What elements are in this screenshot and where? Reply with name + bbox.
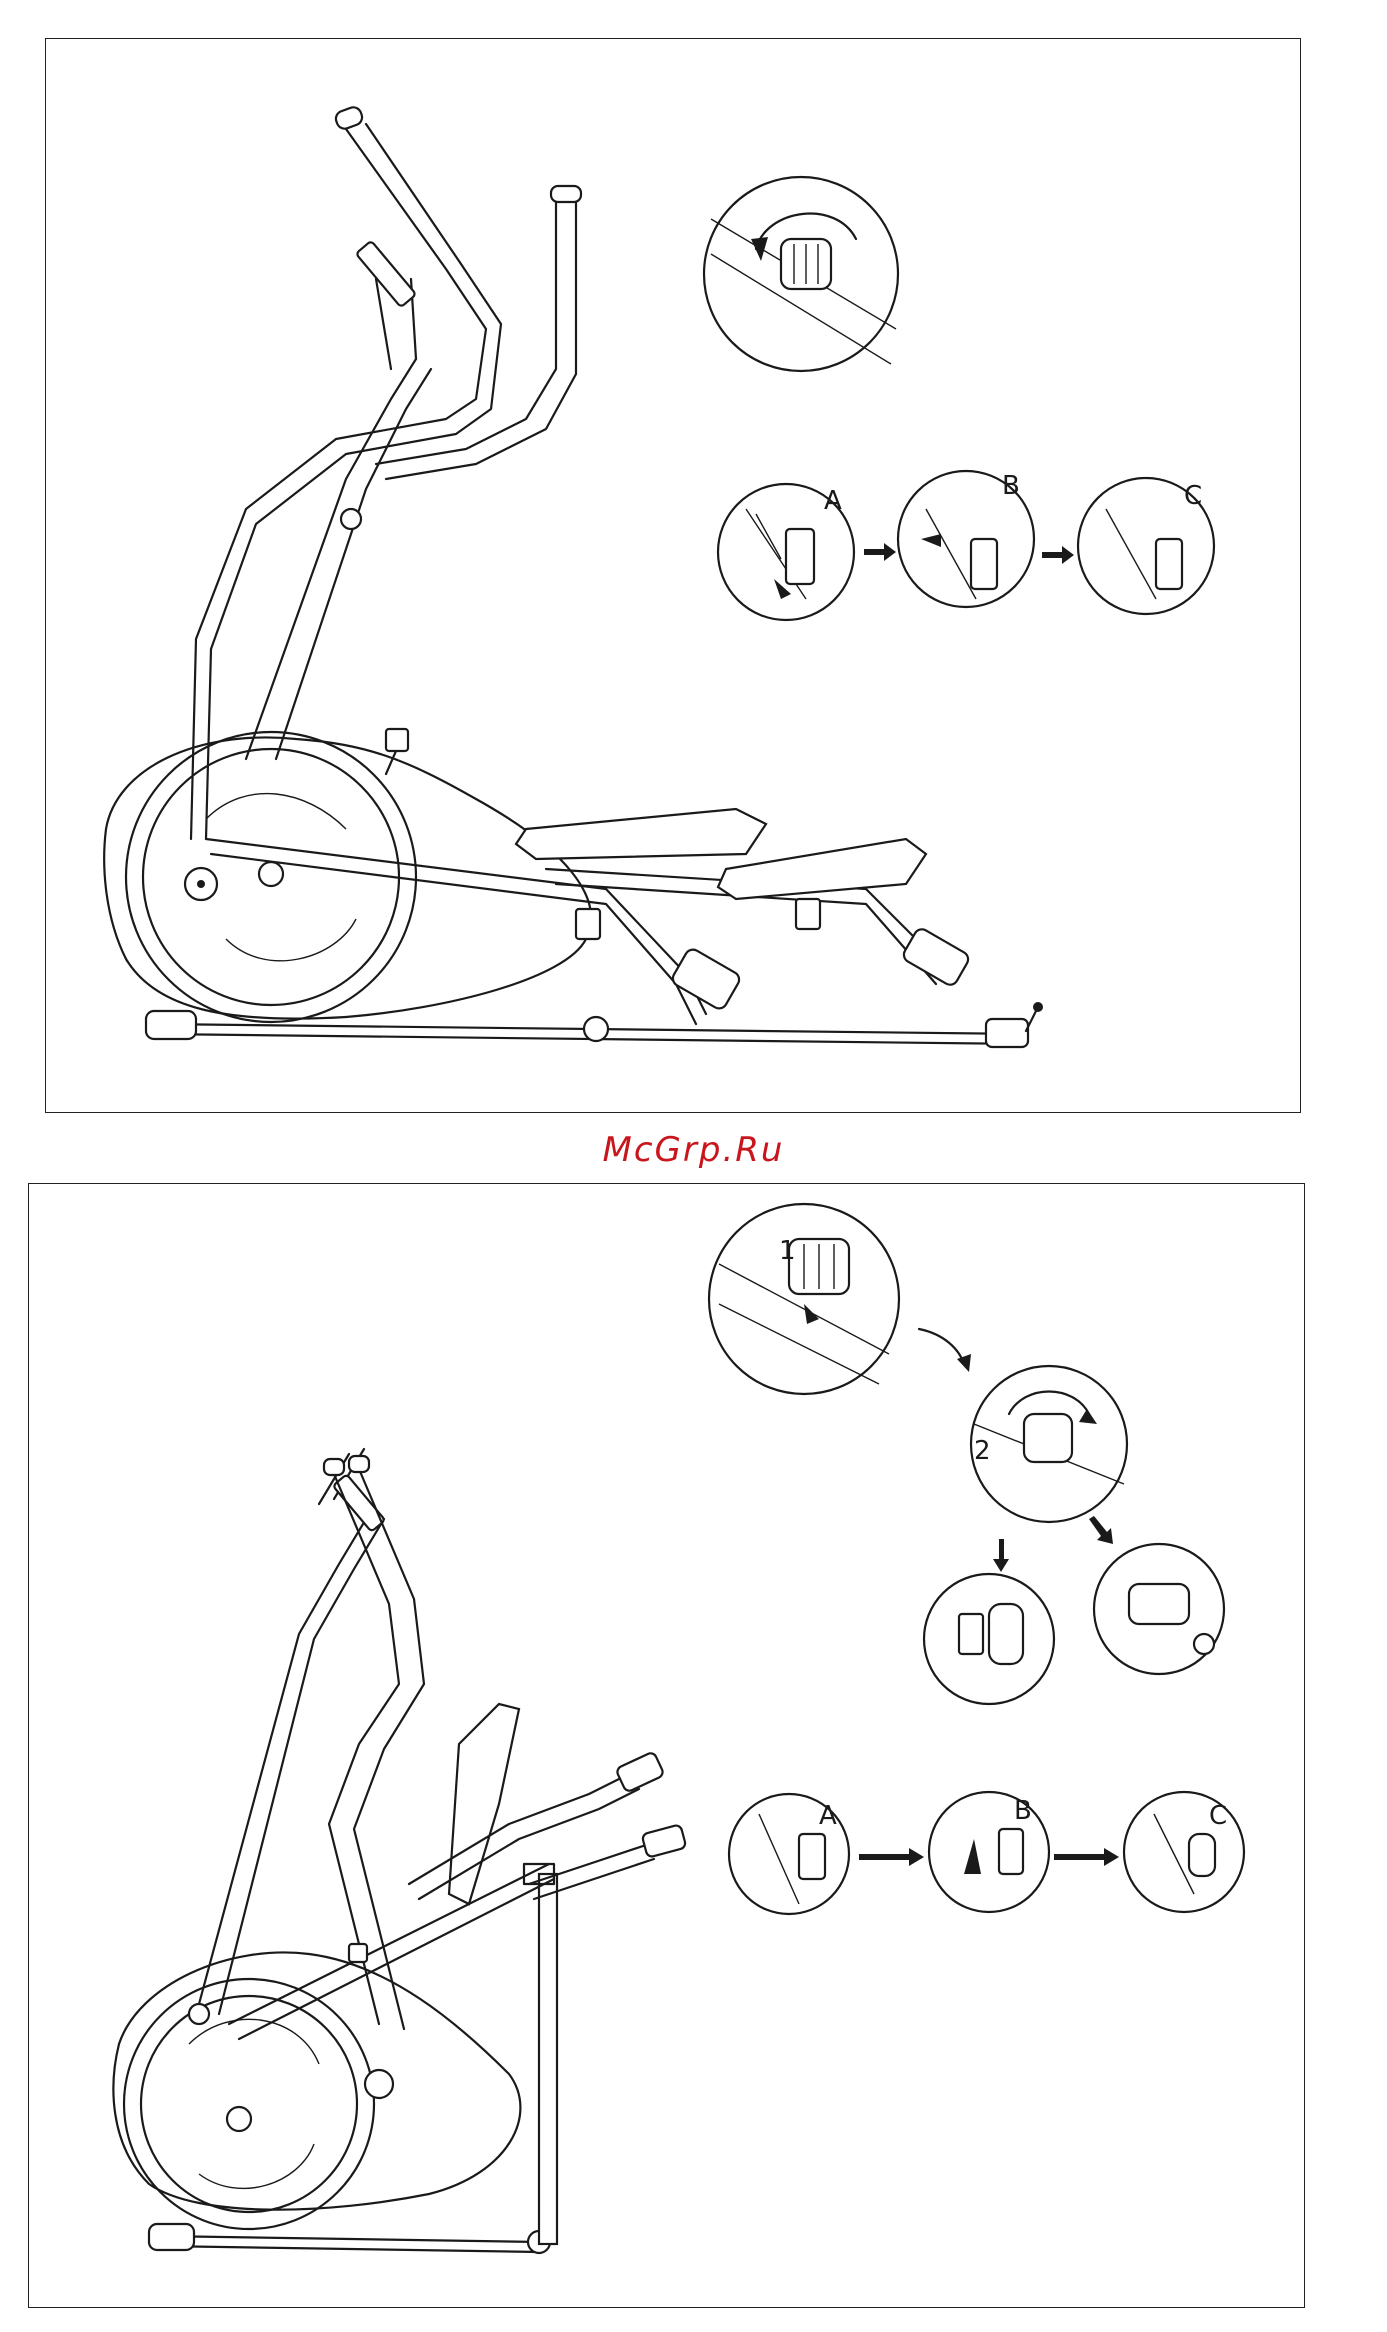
step-c-label: C	[1209, 1801, 1227, 1831]
step-a-label: A	[819, 1801, 837, 1831]
pin-steps-top: A B C	[46, 39, 1302, 1114]
top-illustration-panel: A B C	[45, 38, 1301, 1113]
step-b-label: B	[1002, 471, 1020, 501]
step-b-label: B	[1014, 1796, 1032, 1826]
pin-steps-bottom: A B C	[29, 1184, 1306, 2309]
step-a-label: A	[824, 486, 842, 516]
bottom-illustration-panel: 1 2 A B C	[28, 1183, 1305, 2308]
step-c-label: C	[1184, 481, 1202, 511]
watermark: McGrp.Ru	[0, 1130, 1387, 1170]
